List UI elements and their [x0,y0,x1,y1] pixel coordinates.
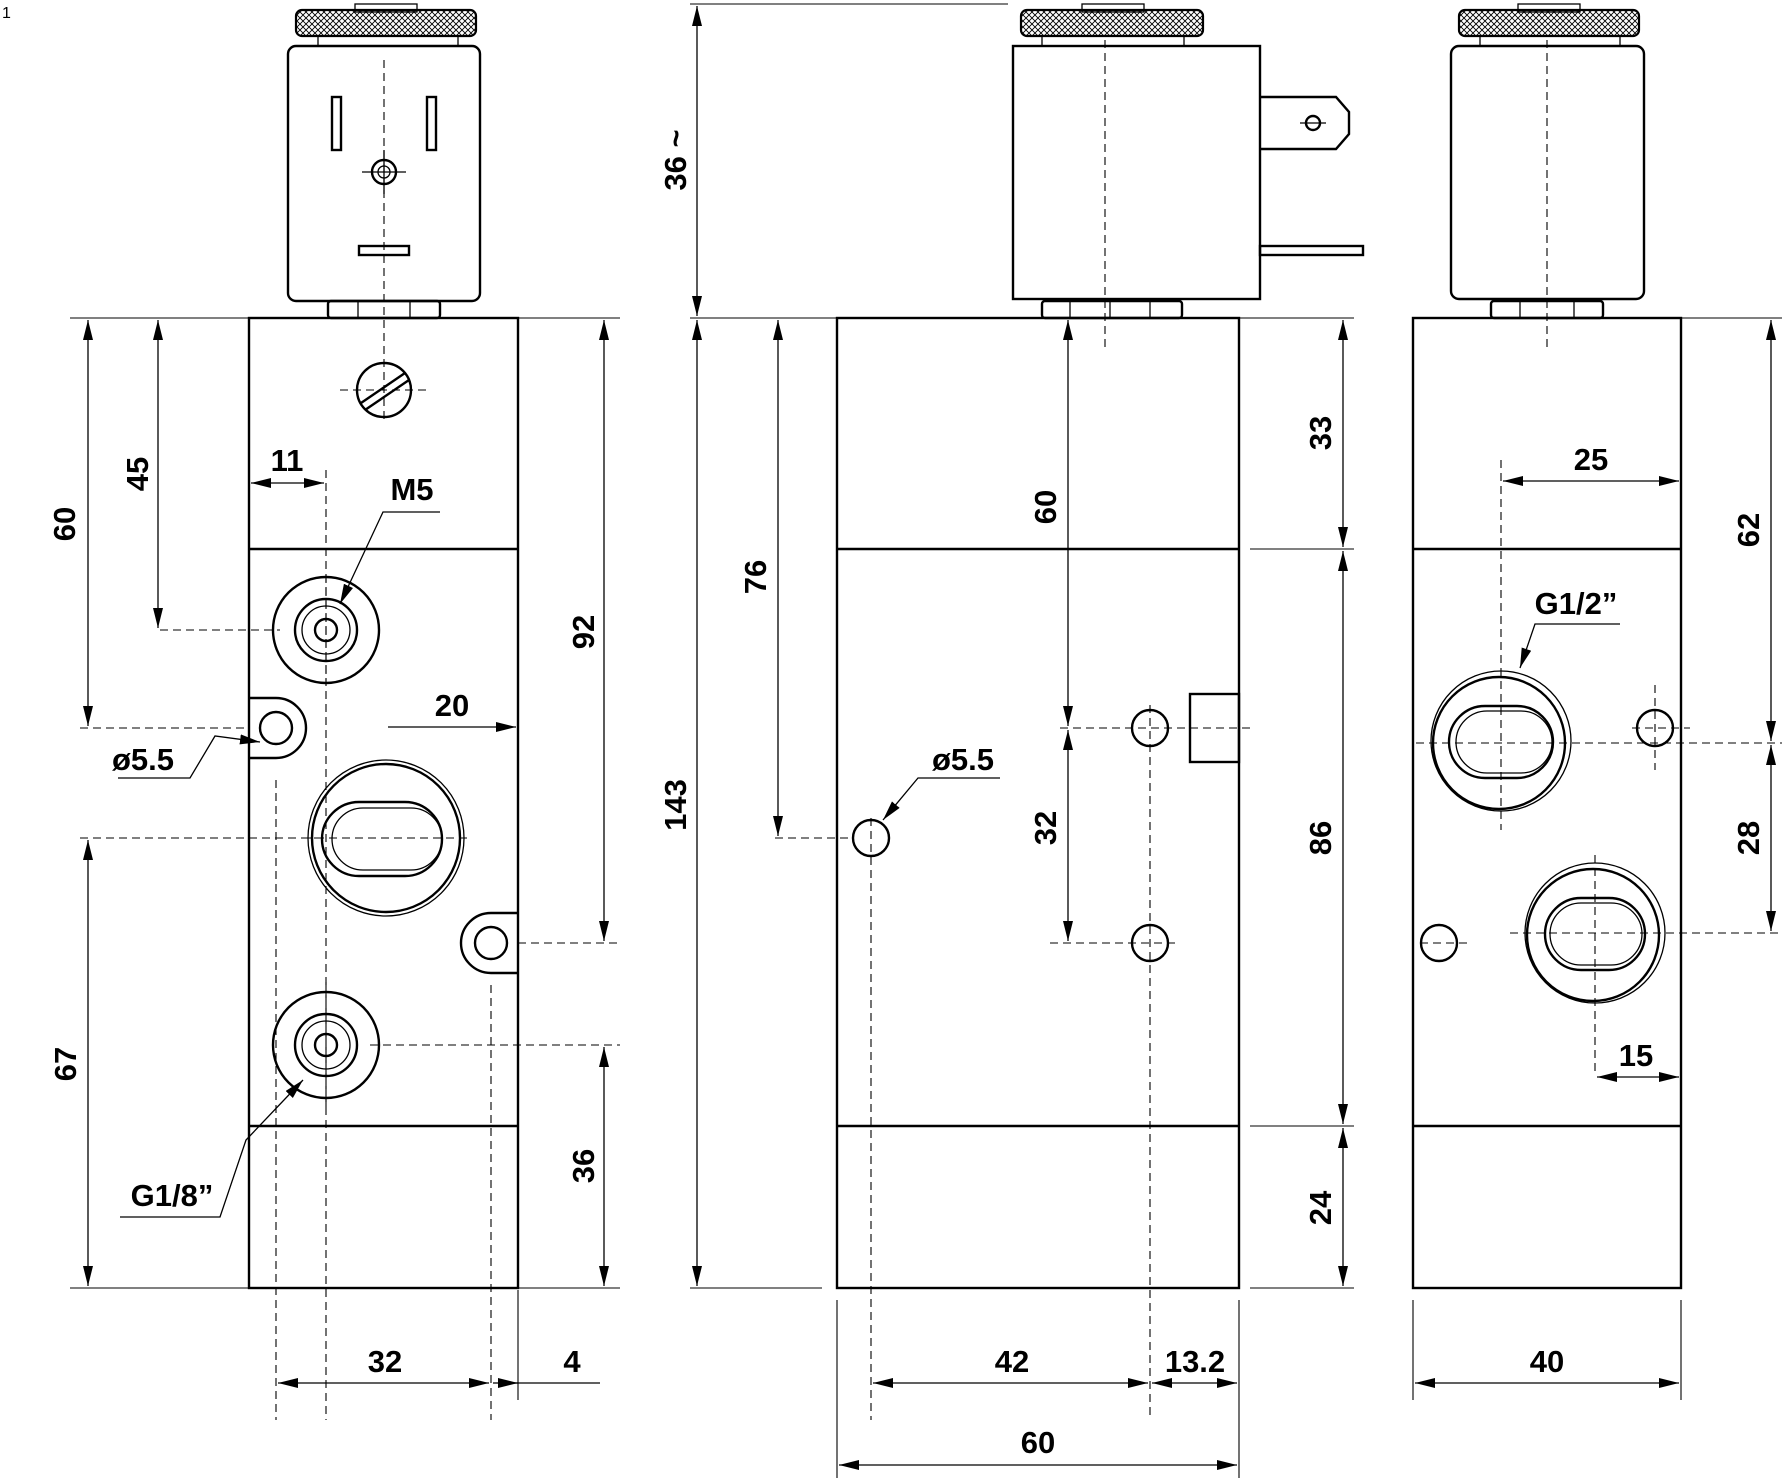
dim-143: 143 [658,779,693,831]
dim-67: 67 [48,1047,83,1081]
valve-body-front [247,316,520,1290]
front-view: 60 45 11 M5 92 20 ø5.5 67 36 G1/8” 32 4 [47,3,620,1420]
dim-28: 28 [1731,821,1766,855]
dim-20: 20 [435,688,469,723]
dim-32-side: 32 [1028,811,1063,845]
dim-11: 11 [271,443,304,478]
label-dia-5-5-front: ø5.5 [112,742,174,777]
dim-25: 25 [1574,442,1608,477]
hex-nut-icon [1040,299,1184,320]
spade-terminal-icon [1258,95,1365,257]
dim-62: 62 [1731,513,1766,547]
mount-hole-upper [1130,708,1170,748]
dim-15: 15 [1619,1038,1653,1073]
dim-60-width: 60 [1021,1425,1055,1460]
dim-4: 4 [563,1344,581,1379]
knurled-knob-icon [1019,3,1205,47]
dim-42: 42 [995,1344,1029,1379]
dim-76: 76 [738,560,773,594]
dim-33: 33 [1303,416,1338,450]
valve-body-end [1411,316,1683,1290]
dim-32-front: 32 [368,1344,402,1379]
dim-86: 86 [1303,821,1338,855]
page-marker: 1 [2,5,11,22]
side-view: 36 ~ 143 76 60 ø5.5 32 33 86 24 42 13.2 … [658,3,1365,1478]
label-dia-5-5-side: ø5.5 [932,742,994,777]
dim-60-left: 60 [47,507,82,541]
dim-13-2: 13.2 [1165,1344,1225,1379]
knurled-knob-icon [294,3,478,47]
dim-45: 45 [120,457,155,491]
label-m5: M5 [390,472,433,507]
dim-60-side: 60 [1028,490,1063,524]
dim-92: 92 [566,615,601,649]
solenoid-coil-side [1011,44,1262,301]
label-g1-8: G1/8” [131,1178,214,1213]
knurled-knob-icon [1457,3,1641,47]
dim-36-top: 36 ~ [658,129,693,190]
label-g1-2: G1/2” [1535,586,1618,621]
right-view: 25 62 G1/2” 28 15 40 [1411,3,1782,1400]
mounting-ear-left [249,696,308,760]
dim-24: 24 [1303,1190,1338,1225]
mounting-ear-right [459,911,518,975]
dim-40: 40 [1530,1344,1564,1379]
valve-body-side [835,316,1241,1290]
dim-36-front: 36 [566,1149,601,1183]
main-port-front [303,759,470,917]
